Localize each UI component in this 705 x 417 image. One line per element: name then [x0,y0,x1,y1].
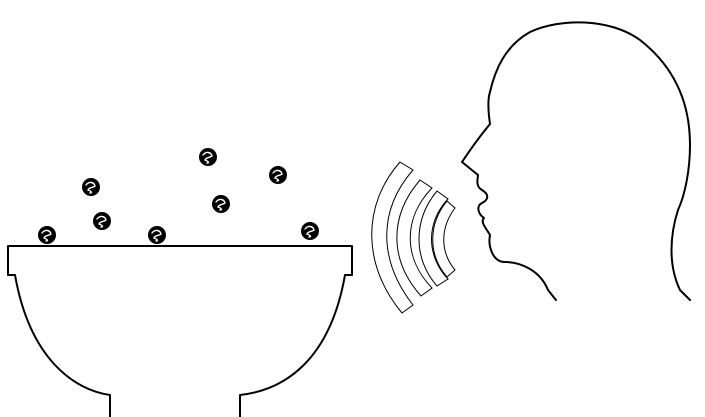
particle-icon [301,222,319,240]
head-outline [462,22,690,300]
particle-icon [212,195,230,213]
human-head-profile-icon [462,22,690,300]
particle-icon [82,178,100,196]
particle-icon [93,212,111,230]
particle-icon [269,166,287,184]
particle-icon [38,226,56,244]
particles [38,148,319,244]
bowl-icon [8,246,352,417]
particle-icon [148,226,166,244]
particle-icon [199,148,217,166]
sound-waves-icon [372,162,455,313]
bowl-body [8,246,352,417]
